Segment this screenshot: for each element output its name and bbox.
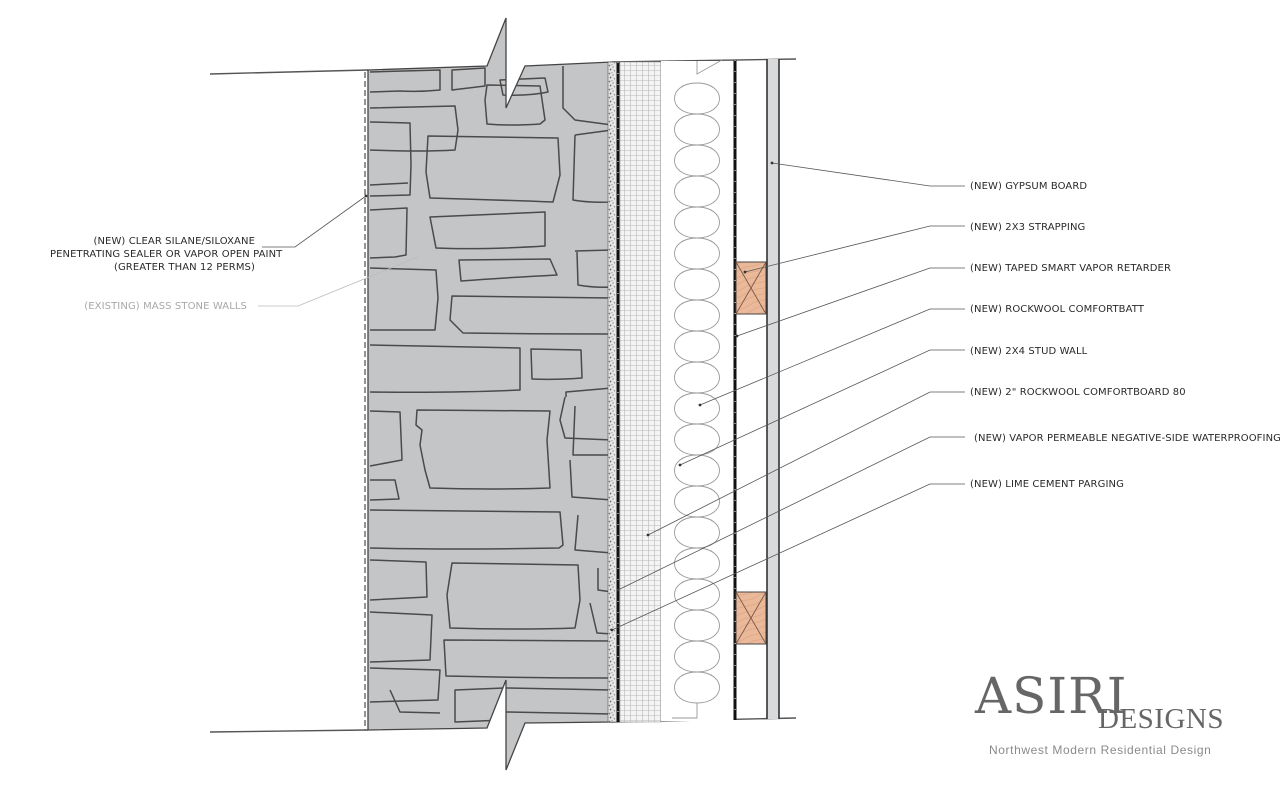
logo-sub-text: DESIGNS: [1098, 703, 1224, 735]
label-sealer-line-3: (GREATER THAN 12 PERMS): [113, 262, 255, 273]
lime-cement-parging: [607, 61, 618, 723]
label-strapping: (NEW) 2X3 STRAPPING: [970, 222, 1086, 233]
leader-arrowheads: [364, 161, 774, 632]
label-sealer-line-2: PENETRATING SEALER OR VAPOR OPEN PAINT: [50, 249, 283, 260]
label-stud-wall: (NEW) 2X4 STUD WALL: [970, 346, 1088, 357]
label-parging: (NEW) LIME CEMENT PARGING: [970, 479, 1124, 490]
leader-lines: [258, 162, 965, 631]
2x3-strapping: [735, 261, 767, 645]
label-vapor-retarder: (NEW) TAPED SMART VAPOR RETARDER: [970, 263, 1172, 274]
rockwool-comfortbatt: [661, 59, 734, 721]
rockwool-comfortboard: [619, 61, 662, 723]
label-comfortbatt: (NEW) ROCKWOOL COMFORTBATT: [970, 304, 1145, 315]
logo-tagline: Northwest Modern Residential Design: [989, 743, 1212, 757]
label-waterproofing: (NEW) VAPOR PERMEABLE NEGATIVE-SIDE WATE…: [974, 433, 1280, 444]
label-comfortboard: (NEW) 2" ROCKWOOL COMFORTBOARD 80: [970, 387, 1186, 398]
gypsum-board: [766, 59, 780, 719]
label-sealer-line-1: (NEW) CLEAR SILANE/SILOXANE: [93, 236, 255, 247]
label-existing-stone: (EXISTING) MASS STONE WALLS: [84, 301, 247, 312]
asiri-designs-logo: ASIRI DESIGNS Northwest Modern Residenti…: [975, 668, 1265, 768]
label-sealer: (NEW) CLEAR SILANE/SILOXANE PENETRATING …: [50, 235, 283, 274]
label-gypsum-board: (NEW) GYPSUM BOARD: [970, 181, 1088, 192]
mass-stone-wall: [364, 17, 613, 771]
logo-main-text: ASIRI: [975, 667, 1128, 725]
